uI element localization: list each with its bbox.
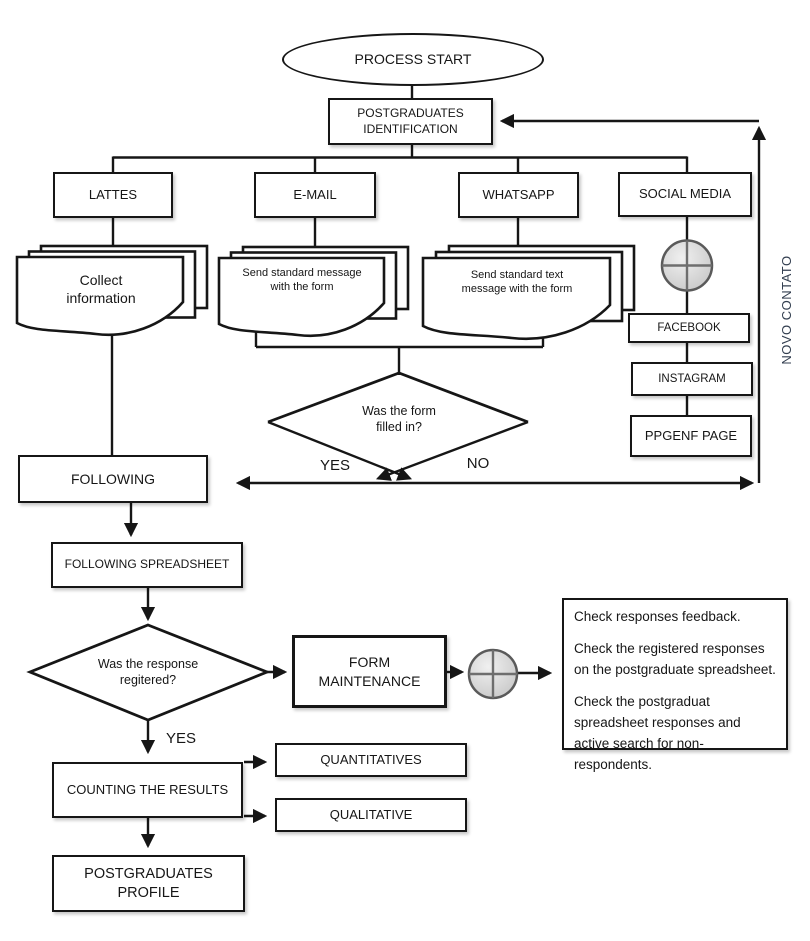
plain-connectors (110, 85, 689, 456)
node-following-spreadsheet-label: FOLLOWING SPREADSHEET (64, 557, 230, 572)
node-instagram: INSTAGRAM (631, 362, 753, 396)
node-following: FOLLOWING (18, 455, 208, 503)
node-postgraduates-identification: POSTGRADUATES IDENTIFICATION (328, 98, 493, 145)
doc-collect-information-label: Collect information (66, 272, 136, 307)
notes-line-1: Check responses feedback. (574, 609, 741, 624)
node-social-media-label: SOCIAL MEDIA (639, 186, 731, 202)
node-qualitative-label: QUALITATIVE (329, 806, 413, 822)
node-ppgenf-page: PPGENF PAGE (630, 415, 752, 457)
novo-contato-label: NOVO CONTATO (779, 255, 794, 365)
notes-line-2: Check the registered responses on the po… (574, 640, 776, 677)
node-following-label: FOLLOWING (70, 470, 155, 487)
node-form-maintenance-label: FORM MAINTENANCE (318, 654, 421, 689)
node-whatsapp: WHATSAPP (458, 172, 579, 218)
node-process-start: PROCESS START (282, 33, 544, 86)
branch-yes-response-label: YES (165, 730, 196, 747)
decision-response-registered-shape (26, 623, 271, 722)
node-postgraduates-profile-label: POSTGRADUATES PROFILE (84, 865, 213, 901)
lower-flow-arrows (123, 503, 553, 849)
node-social-media: SOCIAL MEDIA (618, 172, 752, 217)
notes-box: Check responses feedback. Check the regi… (562, 598, 788, 772)
decision-response-registered-label: Was the response regitered? (97, 657, 199, 688)
node-process-start-label: PROCESS START (354, 51, 472, 68)
node-qualitative: QUALITATIVE (275, 798, 467, 832)
decision-form-filled-label: Was the form filled in? (362, 404, 436, 435)
node-quantitatives: QUANTITATIVES (275, 743, 467, 777)
node-email-label: E-MAIL (293, 186, 337, 202)
doc-send-standard-text-label: Send standard text message with the form (461, 269, 573, 296)
notes-line-3: Check the postgraduat spreadsheet respon… (574, 693, 741, 772)
node-email: E-MAIL (254, 172, 376, 218)
doc-send-standard-message-label: Send standard message with the form (242, 267, 362, 294)
node-quantitatives-label: QUANTITATIVES (320, 751, 422, 767)
node-lattes-label: LATTES (88, 186, 138, 202)
node-instagram-label: INSTAGRAM (658, 372, 726, 385)
branch-no-form-label: NO (466, 455, 490, 472)
node-facebook: FACEBOOK (628, 313, 750, 343)
node-facebook-label: FACEBOOK (657, 321, 721, 334)
junction-circle-social (660, 239, 714, 292)
node-counting-the-results-label: COUNTING THE RESULTS (66, 781, 229, 797)
decision-form-filled-shape (267, 371, 529, 481)
branch-yes-form-label: YES (319, 457, 350, 474)
feedback-loop (235, 113, 767, 491)
node-counting-the-results: COUNTING THE RESULTS (52, 762, 243, 818)
node-lattes: LATTES (53, 172, 173, 218)
node-postgraduates-identification-label: POSTGRADUATES IDENTIFICATION (357, 105, 464, 136)
node-ppgenf-page-label: PPGENF PAGE (644, 427, 738, 443)
doc-stack-send-text (421, 244, 636, 340)
node-following-spreadsheet: FOLLOWING SPREADSHEET (51, 542, 243, 588)
junction-circle-maintenance (467, 648, 519, 700)
node-whatsapp-label: WHATSAPP (482, 186, 555, 202)
doc-stack-collect-information (15, 244, 209, 336)
doc-stack-send-message (217, 245, 410, 338)
node-form-maintenance: FORM MAINTENANCE (292, 635, 447, 708)
node-postgraduates-profile: POSTGRADUATES PROFILE (52, 855, 245, 912)
